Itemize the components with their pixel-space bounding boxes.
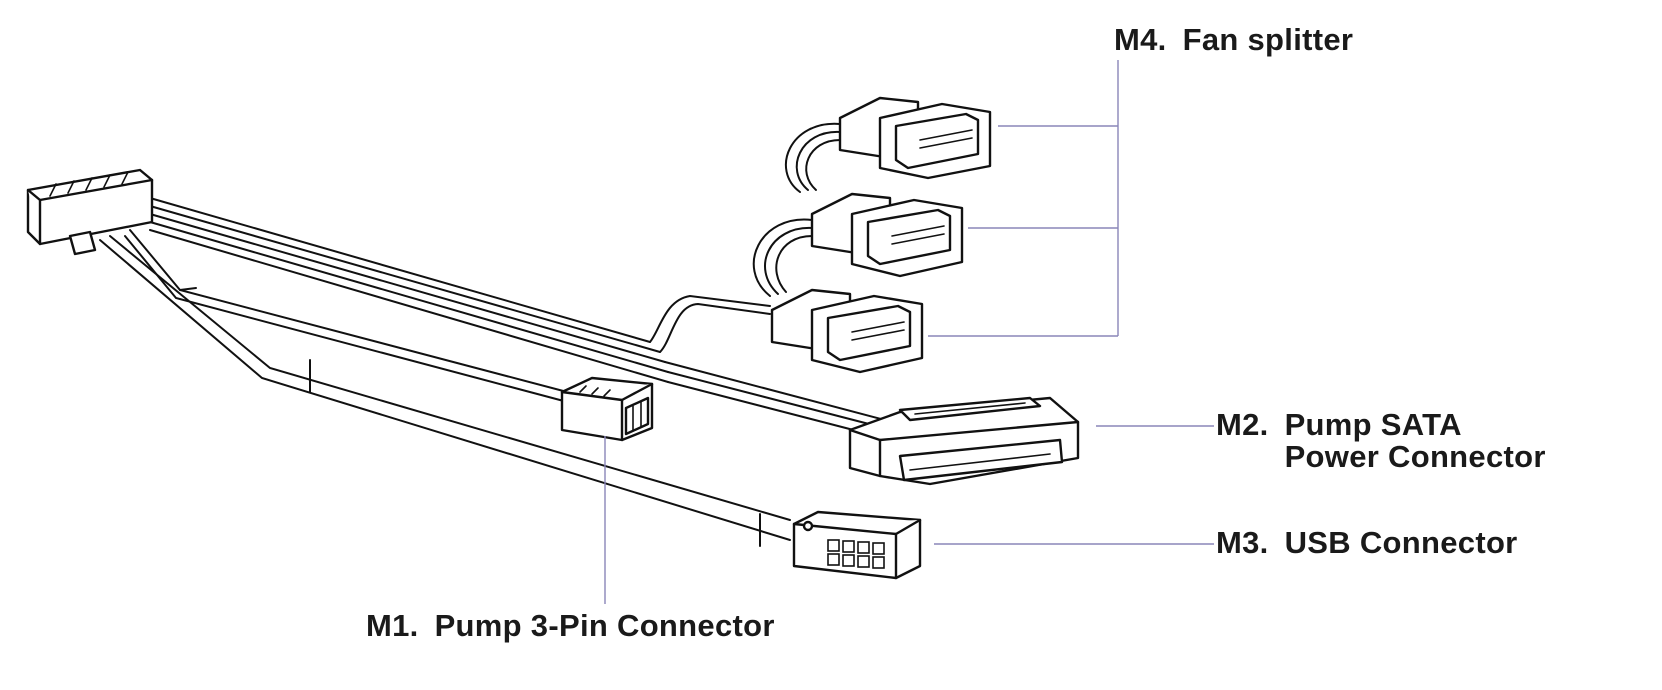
label-m3-text: USB Connector (1284, 525, 1518, 560)
label-m4-code: M4. (1114, 22, 1167, 57)
leader-lines (604, 60, 1214, 604)
fan-connector-2 (752, 192, 964, 297)
label-m1-text: Pump 3-Pin Connector (434, 608, 775, 643)
fan-connector-1 (784, 96, 992, 193)
label-m2-line1: Pump SATA (1284, 407, 1462, 442)
pump-3pin-connector (560, 376, 654, 442)
label-m4-text: Fan splitter (1182, 22, 1354, 57)
sata-power-connector (848, 396, 1080, 486)
label-m1: M1. Pump 3-Pin Connector (366, 610, 775, 642)
source-connector (26, 168, 154, 256)
label-m4: M4. Fan splitter (1114, 24, 1353, 56)
label-m3-code: M3. (1216, 525, 1269, 560)
fan-splitter (752, 96, 992, 374)
leader-m4 (928, 60, 1119, 337)
label-m3: M3. USB Connector (1216, 527, 1518, 559)
cable-bundle (99, 197, 901, 547)
label-m2-code: M2. (1216, 407, 1269, 442)
label-m1-code: M1. (366, 608, 419, 643)
usb-connector (792, 510, 922, 580)
fan-connector-3 (770, 288, 924, 374)
label-m2-line2: Power Connector (1284, 439, 1546, 474)
